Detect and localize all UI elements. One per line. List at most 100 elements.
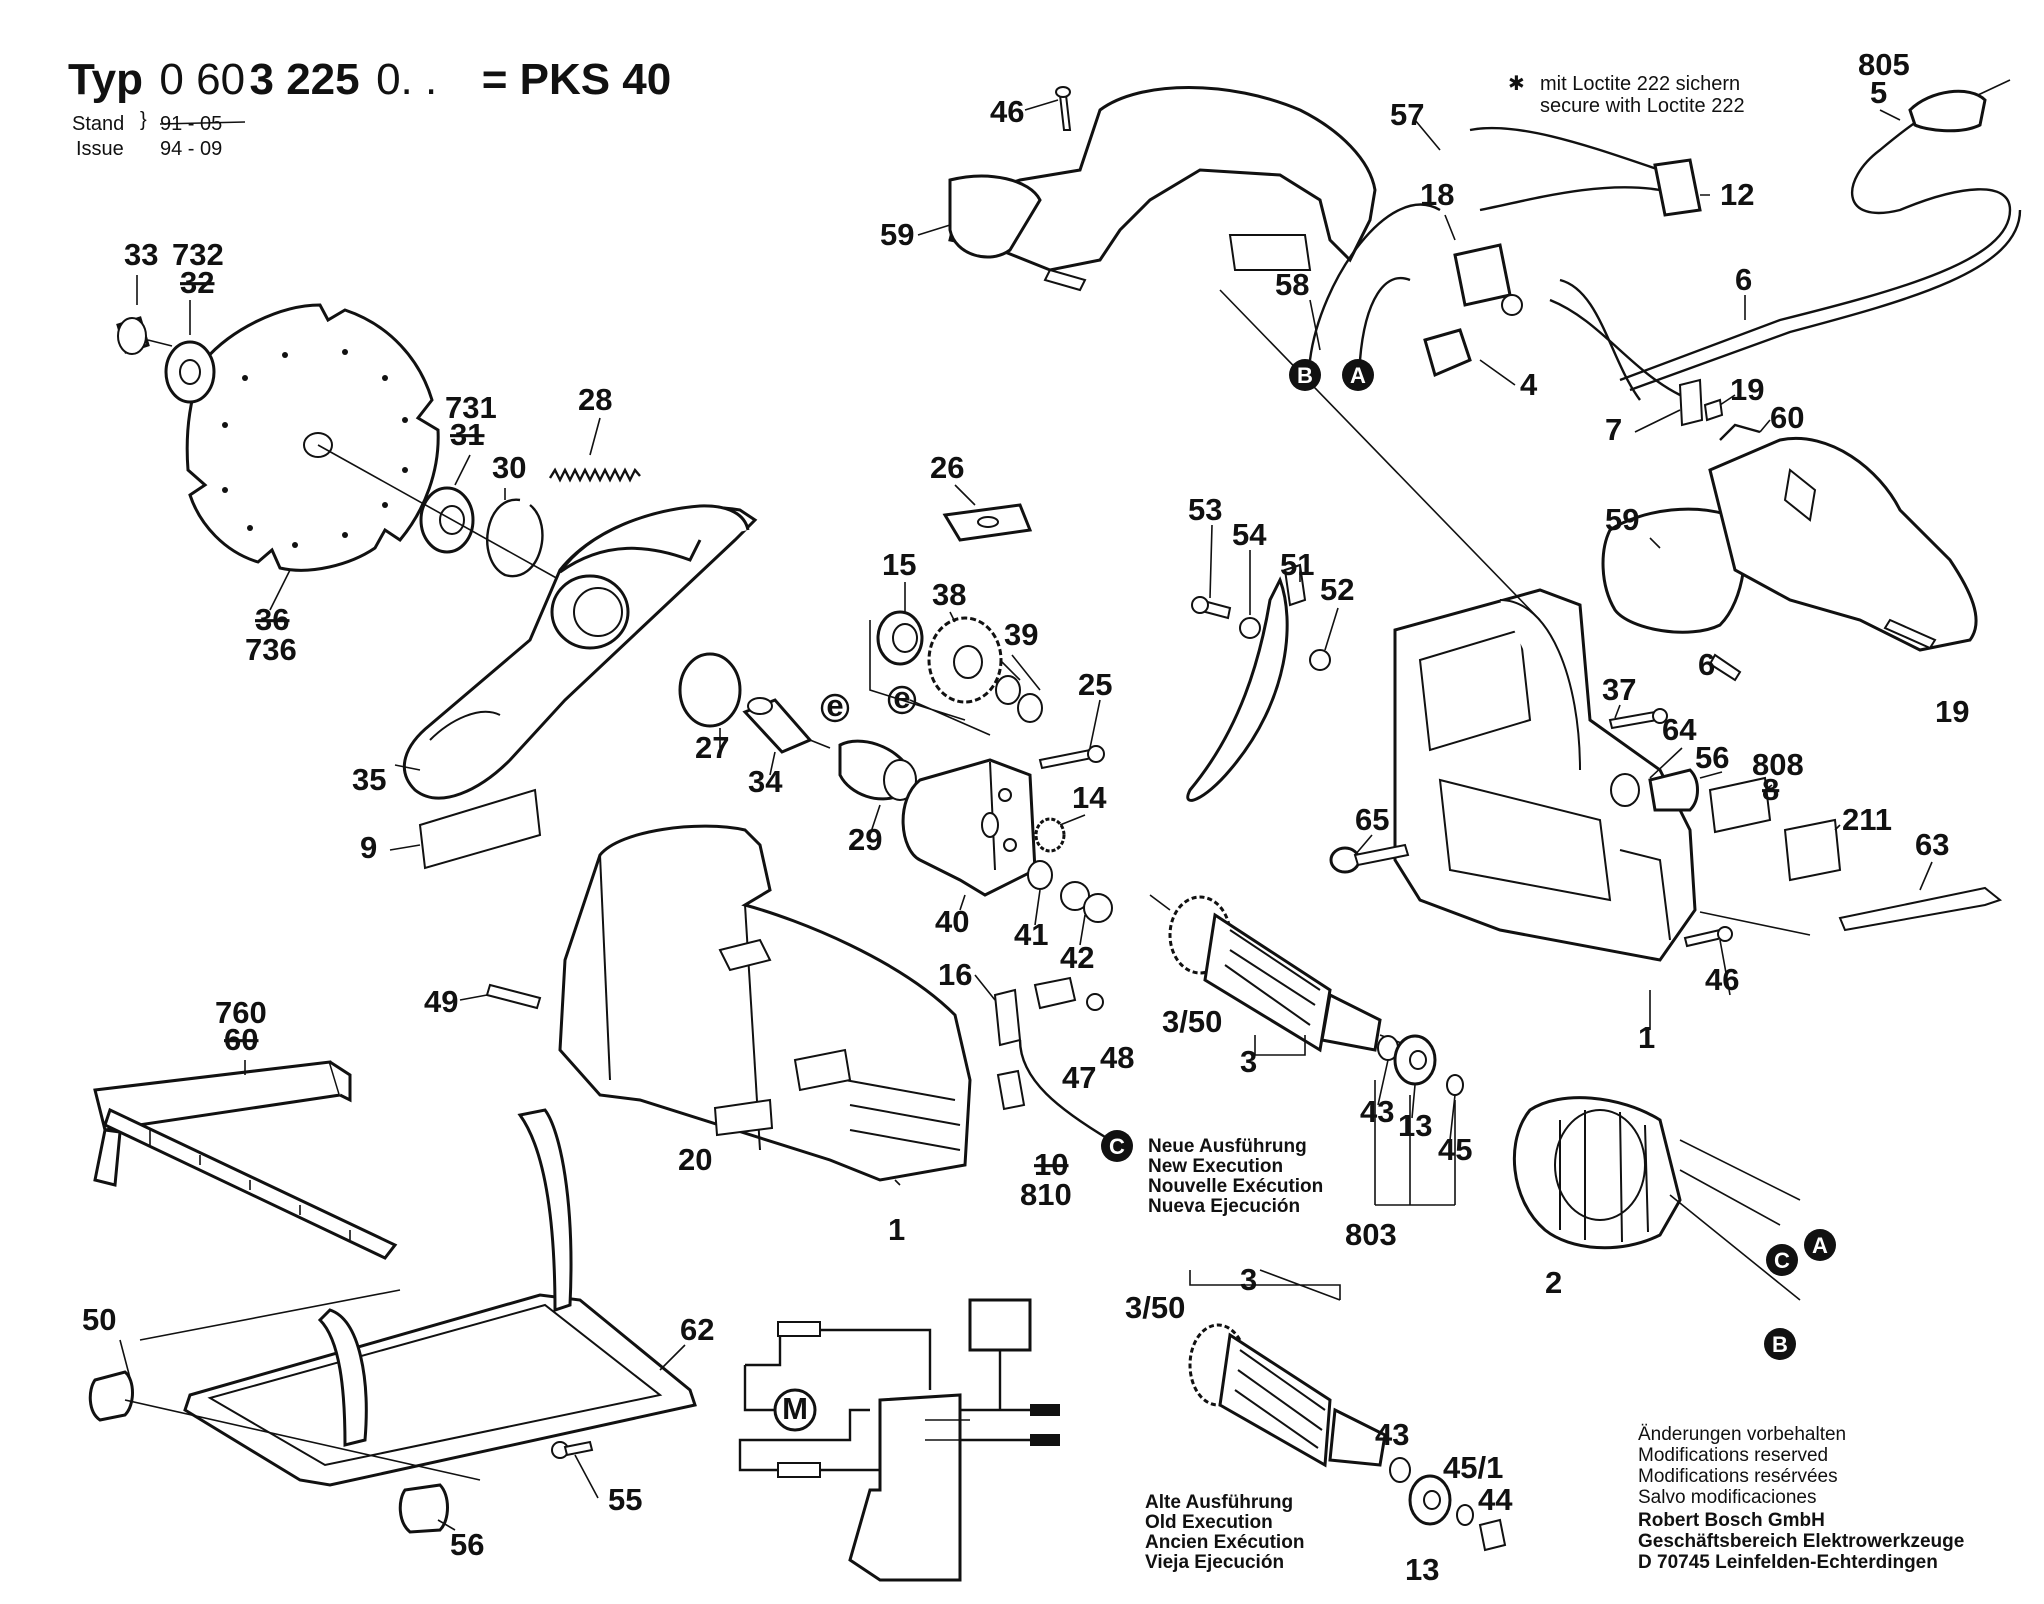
label-29: 29 xyxy=(848,822,882,857)
plate-808 xyxy=(1708,776,1772,834)
bearing-41 xyxy=(1027,860,1053,890)
label-54: 54 xyxy=(1232,517,1267,552)
circlip-30 xyxy=(486,498,544,578)
footer-company-2: Geschäftsbereich Elektrowerkzeuge xyxy=(1638,1531,1964,1552)
leader-handle-housing xyxy=(1219,289,1541,621)
washer-43-old xyxy=(1389,1457,1411,1483)
label-6-right: 6 xyxy=(1698,647,1715,682)
label-42: 42 xyxy=(1060,940,1094,975)
label-32: 32 xyxy=(180,265,214,300)
label-20 xyxy=(713,1098,774,1137)
brace: } xyxy=(140,109,147,131)
label-19-top: 19 xyxy=(1730,372,1764,407)
label-8: 8 xyxy=(1762,772,1779,807)
label-805: 805 xyxy=(1858,47,1910,82)
footer-line-4: Salvo modificaciones xyxy=(1638,1487,1816,1508)
label-1-left: 1 xyxy=(888,1212,905,1247)
marker-e-1-label: e xyxy=(826,688,843,723)
label-48: 48 xyxy=(1100,1040,1134,1075)
label-38: 38 xyxy=(932,577,966,612)
connector-c-stator: C xyxy=(1766,1244,1798,1276)
brush-cap-47 xyxy=(1033,976,1104,1011)
gear-leaders xyxy=(869,620,991,736)
label-56-base: 56 xyxy=(450,1527,484,1562)
label-53: 53 xyxy=(1188,492,1222,527)
footer-line-1: Änderungen vorbehalten xyxy=(1638,1424,1846,1445)
label-13-new: 13 xyxy=(1398,1108,1432,1143)
label-43-old: 43 xyxy=(1375,1417,1409,1452)
label-12: 12 xyxy=(1720,177,1754,212)
brush-wire-c xyxy=(1018,1039,1111,1142)
label-3-new: 3 xyxy=(1240,1044,1257,1079)
label-58: 58 xyxy=(1275,267,1309,302)
issue-label: Issue xyxy=(76,138,124,160)
label-736: 736 xyxy=(245,632,297,667)
label-731: 731 xyxy=(445,390,497,425)
label-40: 40 xyxy=(935,904,969,939)
label-27: 27 xyxy=(695,730,729,765)
wiring-schematic: M xyxy=(738,1298,1060,1582)
saw-blade xyxy=(185,303,440,572)
screw-53 xyxy=(1191,596,1232,620)
label-810: 810 xyxy=(1020,1177,1072,1212)
label-18: 18 xyxy=(1420,177,1454,212)
bearing-13-old xyxy=(1408,1474,1452,1526)
hook-60 xyxy=(1719,423,1761,441)
label-31: 31 xyxy=(450,417,484,452)
label-65: 65 xyxy=(1355,802,1389,837)
label-56-right: 56 xyxy=(1695,740,1729,775)
gearbox-40 xyxy=(901,758,1037,897)
label-10: 10 xyxy=(1034,1147,1068,1182)
bearings-42 xyxy=(1060,881,1113,923)
new-version-line-1: Neue Ausführung xyxy=(1148,1136,1307,1157)
bearing-15 xyxy=(876,610,924,666)
typ-bold: 3 225 xyxy=(250,55,360,104)
marker-e-2-label: e xyxy=(893,680,910,715)
label-1-right: 1 xyxy=(1638,1020,1655,1055)
connector-a-stator-label: A xyxy=(1812,1233,1828,1258)
label-14: 14 xyxy=(1072,780,1107,815)
screw-46-top xyxy=(1055,86,1072,131)
knob-56-base xyxy=(398,1483,449,1534)
screw-19-top xyxy=(1703,398,1724,422)
connector-c-brush-label: C xyxy=(1109,1134,1125,1159)
label-9: 9 xyxy=(360,830,377,865)
old-version-line-3: Ancien Exécution xyxy=(1145,1532,1304,1553)
gear-cover-26 xyxy=(942,503,1033,542)
motor-symbol-label: M xyxy=(782,1391,808,1426)
sleeve-29 xyxy=(838,739,917,801)
cable-clamp-7 xyxy=(1678,378,1704,427)
pin-49 xyxy=(485,983,542,1010)
cable-12 xyxy=(1469,126,1702,217)
label-30: 30 xyxy=(492,450,526,485)
screw-19-right xyxy=(1883,618,1937,650)
label-50: 50 xyxy=(82,1302,116,1337)
label-2: 2 xyxy=(1545,1265,1562,1300)
label-808: 808 xyxy=(1752,747,1804,782)
label-28: 28 xyxy=(578,382,612,417)
label-57: 57 xyxy=(1390,97,1424,132)
screw-55 xyxy=(551,1440,594,1459)
switch-4 xyxy=(1423,243,1523,378)
label-19-right: 19 xyxy=(1935,694,1969,729)
label-64: 64 xyxy=(1662,712,1697,747)
label-6-cable: 6 xyxy=(1735,262,1752,297)
label-26: 26 xyxy=(930,450,964,485)
new-version-line-2: New Execution xyxy=(1148,1156,1283,1177)
pinion-14 xyxy=(1034,817,1066,853)
washer-leaders xyxy=(999,654,1041,691)
nut-52 xyxy=(1309,649,1331,671)
typ-word: Typ xyxy=(68,55,143,104)
label-52: 52 xyxy=(1320,572,1354,607)
screw-44 xyxy=(1478,1518,1507,1552)
screw-25 xyxy=(1038,745,1105,770)
svg-text:Typ 0 60 3 225: Typ 0 60 3 225 0. . = PKS 40 xyxy=(68,55,671,104)
loctite-star: ✱ xyxy=(1508,73,1525,95)
label-leaders xyxy=(119,99,1933,1531)
oring-27 xyxy=(678,652,742,728)
label-46-top: 46 xyxy=(990,94,1024,129)
armature-old xyxy=(1188,1269,1387,1468)
connector-a-top: A xyxy=(1342,359,1374,391)
loctite-line-1: mit Loctite 222 sichern xyxy=(1540,73,1740,95)
